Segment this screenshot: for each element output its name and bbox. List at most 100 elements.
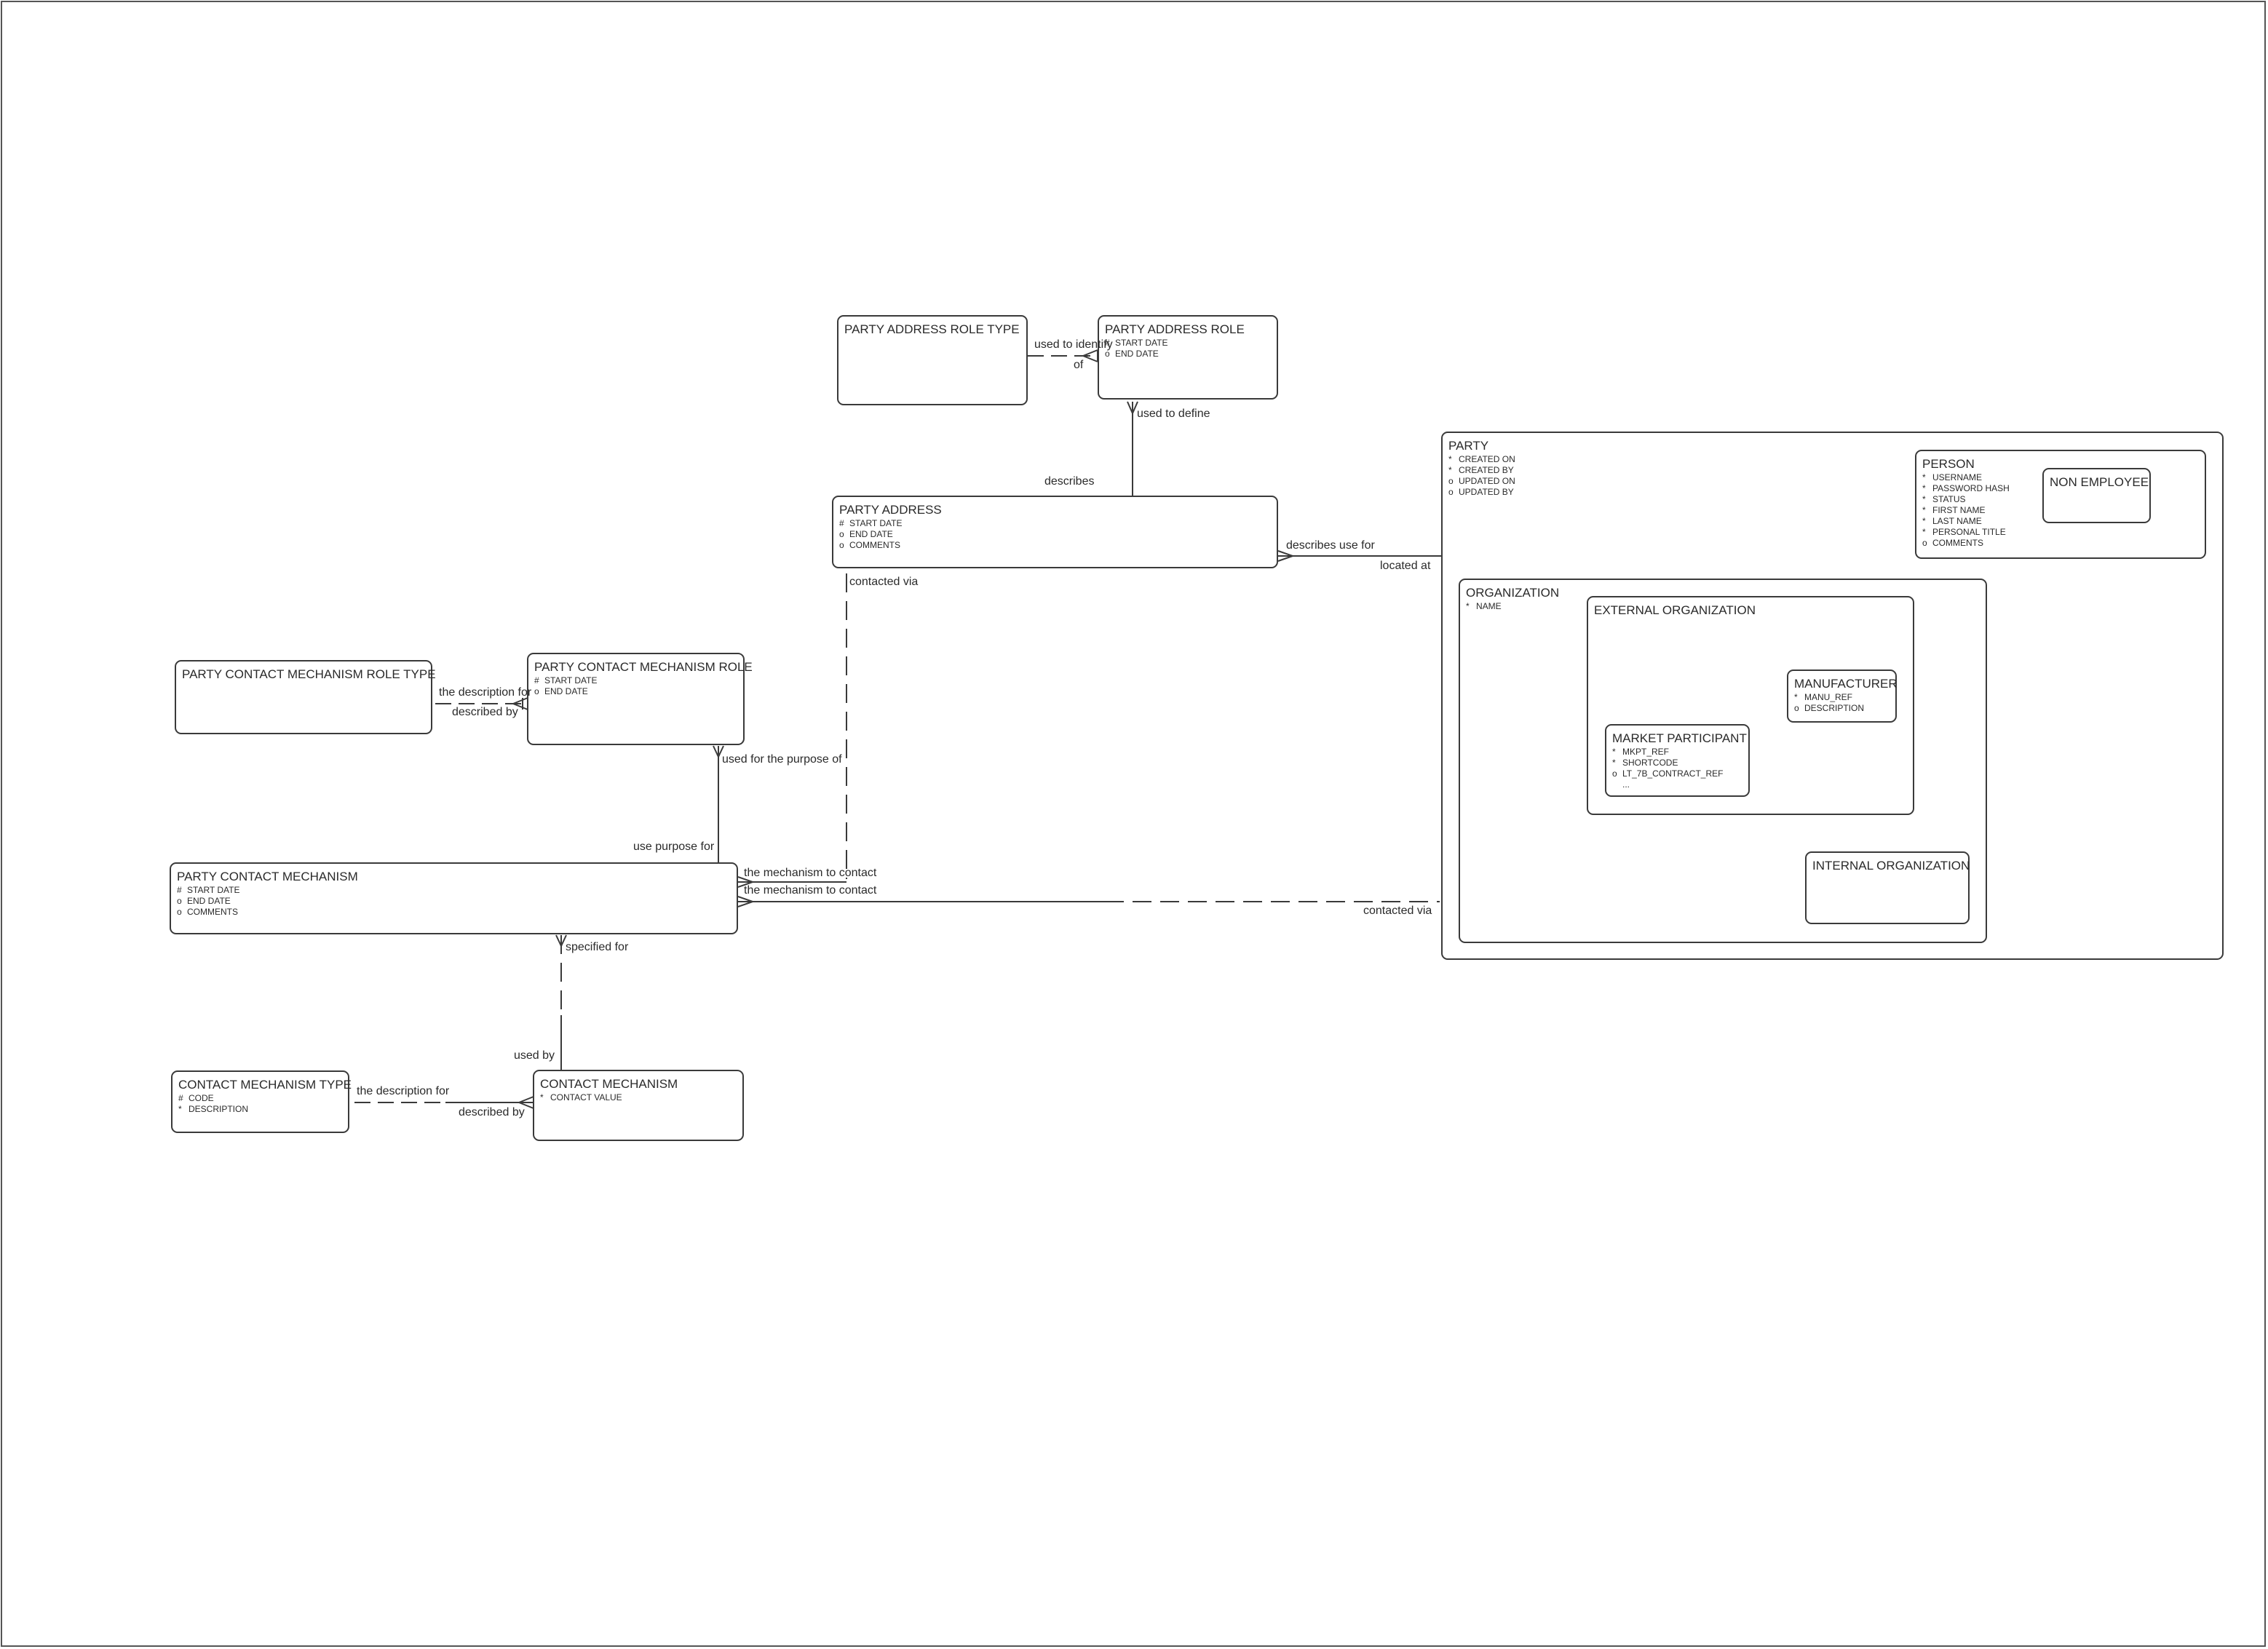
attribute-name: MKPT_REF xyxy=(1622,747,1670,757)
crowfoot-pcm-2 xyxy=(737,896,753,907)
attribute-name: COMMENTS xyxy=(187,907,238,917)
rel-label-contacted-via-address: contacted via xyxy=(849,576,919,588)
attribute-symbol: o xyxy=(177,896,182,906)
attribute-symbol: * xyxy=(1922,472,1926,482)
attribute-name: COMMENTS xyxy=(849,540,900,550)
attribute-symbol: * xyxy=(1466,601,1470,611)
attribute-symbol: * xyxy=(1612,758,1616,768)
attribute-symbol: # xyxy=(177,885,182,895)
rel-label-of: of xyxy=(1074,359,1084,371)
entity-organization[interactable]: ORGANIZATION *NAME xyxy=(1459,579,1987,943)
attribute-row: ... xyxy=(1612,779,1723,790)
rel-label-the-description-for-cm: the description for xyxy=(357,1085,450,1097)
entity-title: PARTY xyxy=(1448,439,1489,453)
entity-non-employee[interactable]: NON EMPLOYEE xyxy=(2042,468,2151,523)
rel-label-used-to-identify: used to identify xyxy=(1034,338,1113,351)
attribute-name: CREATED BY xyxy=(1459,465,1514,475)
entity-title: MANUFACTURER xyxy=(1794,677,1898,691)
attribute-symbol: * xyxy=(1922,483,1926,493)
entity-party-address-role-type[interactable]: PARTY ADDRESS ROLE TYPE xyxy=(837,315,1028,405)
attribute-name: ... xyxy=(1622,779,1630,790)
attribute-name: STATUS xyxy=(1932,494,1966,504)
attribute-name: START DATE xyxy=(1115,338,1168,348)
attribute-symbol: * xyxy=(1448,454,1452,464)
attribute-name: UPDATED ON xyxy=(1459,476,1515,486)
rel-label-located-at: located at xyxy=(1380,560,1431,572)
attribute-row: *CONTACT VALUE xyxy=(540,1092,622,1103)
attribute-name: LT_7B_CONTRACT_REF xyxy=(1622,768,1724,779)
attribute-symbol: o xyxy=(1612,768,1617,779)
entity-title: MARKET PARTICIPANT xyxy=(1612,731,1747,745)
attribute-list: #CODE*DESCRIPTION xyxy=(178,1093,248,1115)
attribute-row: o END DATE xyxy=(177,896,239,907)
attribute-row: #CODE xyxy=(178,1093,248,1104)
attribute-symbol: # xyxy=(839,518,844,528)
entity-title: PARTY CONTACT MECHANISM xyxy=(177,870,358,883)
entity-title: CONTACT MECHANISM TYPE xyxy=(178,1078,352,1092)
attribute-name: SHORTCODE xyxy=(1622,758,1678,768)
attribute-row: * MANU_REF xyxy=(1794,692,1864,703)
attribute-name: USERNAME xyxy=(1932,472,1983,482)
attribute-name: PERSONAL TITLE xyxy=(1932,527,2006,537)
attribute-row: * SHORTCODE xyxy=(1612,758,1723,768)
attribute-name: END DATE xyxy=(187,896,231,906)
rel-label-used-by: used by xyxy=(514,1049,555,1062)
attribute-list: * NAME xyxy=(1466,601,1502,612)
attribute-name: COMMENTS xyxy=(1932,538,1983,548)
attribute-name: DESCRIPTION xyxy=(1804,703,1865,713)
attribute-symbol: o xyxy=(1794,703,1799,713)
attribute-name: NAME xyxy=(1476,601,1502,611)
rel-label-used-to-define: used to define xyxy=(1137,408,1210,420)
attribute-list: *MKPT_REF* SHORTCODE o LT_7B_CONTRACT_REF..… xyxy=(1612,747,1723,790)
rel-label-used-for-the-purpose-of: used for the purpose of xyxy=(722,753,842,766)
entity-contact-mechanism[interactable]: CONTACT MECHANISM *CONTACT VALUE xyxy=(533,1070,744,1141)
attribute-row: *MKPT_REF xyxy=(1612,747,1723,758)
attribute-symbol: o xyxy=(1922,538,1927,548)
entity-title: EXTERNAL ORGANIZATION xyxy=(1594,603,1756,617)
entity-title: CONTACT MECHANISM xyxy=(540,1077,678,1091)
attribute-row: # START DATE xyxy=(839,518,902,529)
entity-contact-mechanism-type[interactable]: CONTACT MECHANISM TYPE #CODE*DESCRIPTION xyxy=(171,1070,352,1133)
attribute-symbol: o xyxy=(1105,349,1110,359)
entity-party-contact-mechanism-role-type[interactable]: PARTY CONTACT MECHANISM ROLE TYPE xyxy=(175,660,436,734)
entity-external-organization[interactable]: EXTERNAL ORGANIZATION xyxy=(1587,596,1914,815)
crowfoot-pcmr xyxy=(512,697,528,710)
rel-label-use-purpose-for: use purpose for xyxy=(633,841,715,853)
entity-internal-organization[interactable]: INTERNAL ORGANIZATION xyxy=(1805,851,1970,924)
attribute-name: PASSWORD HASH xyxy=(1932,483,2010,493)
attribute-name: DESCRIPTION xyxy=(189,1104,249,1114)
entity-title: NON EMPLOYEE xyxy=(2050,475,2149,489)
rel-label-contacted-via-party: contacted via xyxy=(1363,905,1432,917)
attribute-symbol: o xyxy=(1448,476,1454,486)
attribute-row: *DESCRIPTION xyxy=(178,1104,248,1115)
attribute-name: UPDATED BY xyxy=(1459,487,1514,497)
attribute-row: *LAST NAME xyxy=(1922,516,2010,527)
crowfoot-pcmr-bottom xyxy=(713,745,724,758)
attribute-name: MANU_REF xyxy=(1804,692,1853,702)
attribute-symbol: * xyxy=(1794,692,1798,702)
attribute-symbol: * xyxy=(540,1092,544,1102)
entity-title: PARTY CONTACT MECHANISM ROLE TYPE xyxy=(182,667,436,681)
attribute-row: o DESCRIPTION xyxy=(1794,703,1864,714)
entity-person[interactable]: PERSON *USERNAME*PASSWORD HASH*STATUS*FI… xyxy=(1915,450,2206,559)
entity-title: PARTY CONTACT MECHANISM ROLE xyxy=(534,660,753,674)
attribute-name: START DATE xyxy=(187,885,240,895)
entity-party-contact-mechanism[interactable]: PARTY CONTACT MECHANISM # START DATE o END … xyxy=(170,862,738,934)
attribute-name: START DATE xyxy=(849,518,903,528)
entity-party-contact-mechanism-role[interactable]: PARTY CONTACT MECHANISM ROLE #START DATE… xyxy=(527,653,753,745)
attribute-symbol: o xyxy=(534,686,539,696)
attribute-name: END DATE xyxy=(544,686,588,696)
attribute-name: END DATE xyxy=(849,529,893,539)
